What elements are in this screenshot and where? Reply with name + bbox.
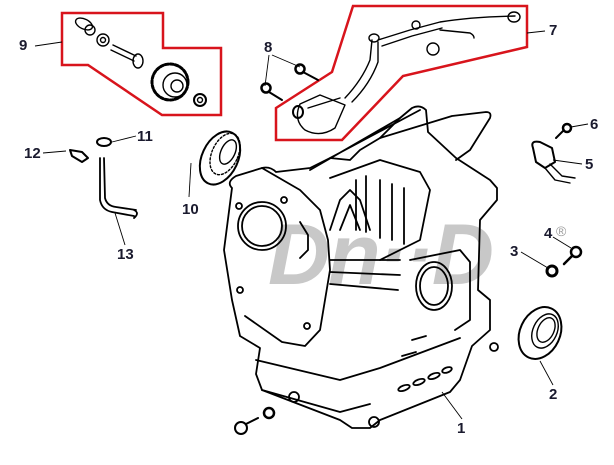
leader-2 — [539, 360, 554, 386]
leader-12 — [42, 150, 67, 154]
callout-6: 6 — [590, 116, 599, 133]
part-2-oil-seal — [517, 306, 563, 360]
part-4-drain-bolt — [562, 245, 583, 266]
leader-7 — [526, 30, 546, 34]
part-8-bolts — [260, 63, 319, 101]
part-5-bracket — [531, 140, 576, 184]
highlight-box-7 — [274, 4, 529, 142]
highlight-box-9 — [60, 11, 223, 117]
leader-6 — [570, 123, 589, 128]
bottom-bolt-and-washer — [234, 406, 276, 435]
leader-11 — [111, 135, 137, 143]
part-7-oil-sensor — [292, 11, 521, 135]
leader-1 — [441, 391, 463, 420]
part-6-bolt — [555, 122, 573, 139]
callout-5: 5 — [585, 156, 594, 173]
callout-4: 4 — [544, 225, 553, 242]
callout-1: 1 — [457, 420, 466, 437]
registered-mark: ® — [556, 223, 567, 239]
callout-12: 12 — [24, 145, 41, 162]
callout-3: 3 — [510, 243, 519, 260]
part-3-washer — [545, 264, 559, 278]
part-10-bearing — [198, 130, 242, 186]
callout-2: 2 — [549, 386, 558, 403]
callout-8: 8 — [264, 39, 273, 56]
leader-5 — [552, 159, 583, 165]
part-11-washer — [96, 137, 112, 147]
leader-13 — [114, 212, 126, 246]
callout-13: 13 — [117, 246, 134, 263]
leader-3 — [520, 251, 549, 269]
callout-7: 7 — [549, 22, 558, 39]
leader-10 — [188, 162, 192, 198]
part-1-crankcase — [223, 105, 499, 429]
callout-10: 10 — [182, 201, 199, 218]
leader-4 — [552, 236, 572, 249]
part-13-arm-shaft — [99, 157, 138, 219]
part-12-clip — [69, 149, 89, 163]
leader-9 — [34, 41, 63, 47]
leader-8b — [264, 54, 270, 87]
callout-9: 9 — [19, 37, 28, 54]
callout-11: 11 — [137, 128, 153, 145]
watermark-logo: Dn··D — [268, 207, 494, 303]
part-9-governor-gear — [74, 17, 207, 107]
leader-8a — [271, 54, 301, 68]
